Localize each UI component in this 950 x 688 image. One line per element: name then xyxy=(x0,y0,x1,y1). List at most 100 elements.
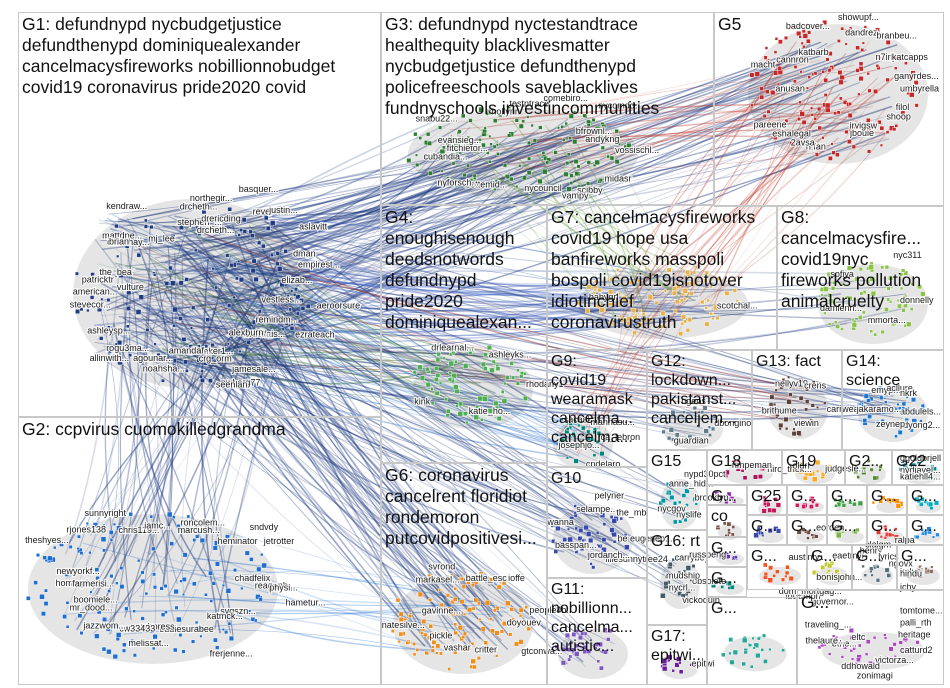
vertex-node[interactable] xyxy=(562,138,566,142)
vertex-node[interactable] xyxy=(609,277,614,282)
vertex-node[interactable] xyxy=(457,411,463,417)
vertex-node[interactable] xyxy=(494,630,500,636)
vertex-node[interactable] xyxy=(856,475,860,479)
vertex-node[interactable] xyxy=(446,116,450,120)
vertex-node[interactable] xyxy=(567,647,572,653)
vertex-node[interactable] xyxy=(789,467,795,473)
vertex-node[interactable] xyxy=(920,300,925,305)
vertex-node[interactable] xyxy=(272,318,278,324)
vertex-node[interactable] xyxy=(265,225,271,231)
vertex-node[interactable] xyxy=(663,581,669,587)
vertex-node[interactable] xyxy=(841,527,845,532)
vertex-node[interactable] xyxy=(809,504,814,509)
vertex-node[interactable] xyxy=(106,298,111,302)
vertex-node[interactable] xyxy=(209,599,213,603)
vertex-node[interactable] xyxy=(794,465,800,471)
vertex-node[interactable] xyxy=(191,639,196,644)
vertex-node[interactable] xyxy=(801,119,807,125)
vertex-node[interactable] xyxy=(799,111,805,117)
vertex-node[interactable] xyxy=(869,329,874,334)
vertex-node[interactable] xyxy=(592,453,597,457)
vertex-node[interactable] xyxy=(257,309,262,314)
vertex-node[interactable] xyxy=(198,626,204,632)
vertex-node[interactable] xyxy=(821,70,825,74)
vertex-node[interactable] xyxy=(431,631,435,635)
vertex-node[interactable] xyxy=(632,315,638,321)
vertex-node[interactable] xyxy=(478,107,484,113)
vertex-node[interactable] xyxy=(830,142,834,146)
vertex-node[interactable] xyxy=(863,393,869,399)
group-box-gs1[interactable]: G... xyxy=(707,485,747,505)
vertex-node[interactable] xyxy=(166,511,173,518)
vertex-node[interactable] xyxy=(669,495,675,501)
vertex-node[interactable] xyxy=(156,352,161,357)
vertex-node[interactable] xyxy=(599,512,606,519)
vertex-node[interactable] xyxy=(576,300,581,305)
vertex-node[interactable] xyxy=(41,611,46,617)
vertex-node[interactable] xyxy=(727,497,731,501)
vertex-node[interactable] xyxy=(430,387,434,391)
vertex-node[interactable] xyxy=(226,342,230,346)
vertex-node[interactable] xyxy=(596,431,602,436)
vertex-node[interactable] xyxy=(457,611,462,616)
vertex-node[interactable] xyxy=(577,184,581,188)
vertex-node[interactable] xyxy=(690,280,697,287)
vertex-node[interactable] xyxy=(920,403,925,408)
vertex-node[interactable] xyxy=(695,436,701,442)
vertex-node[interactable] xyxy=(796,529,802,535)
vertex-node[interactable] xyxy=(476,149,480,153)
vertex-node[interactable] xyxy=(817,645,822,650)
vertex-node[interactable] xyxy=(830,286,836,291)
vertex-node[interactable] xyxy=(674,299,680,305)
vertex-node[interactable] xyxy=(721,495,725,499)
vertex-node[interactable] xyxy=(920,496,925,502)
vertex-node[interactable] xyxy=(256,566,262,572)
vertex-node[interactable] xyxy=(438,125,443,130)
vertex-node[interactable] xyxy=(877,119,882,125)
group-box-g11[interactable]: G11: nobillionn... cancelma... autistic.… xyxy=(547,578,647,685)
vertex-node[interactable] xyxy=(910,462,916,469)
vertex-node[interactable] xyxy=(542,168,548,175)
vertex-node[interactable] xyxy=(423,632,428,637)
vertex-node[interactable] xyxy=(125,358,130,362)
vertex-node[interactable] xyxy=(557,126,560,130)
vertex-node[interactable] xyxy=(107,589,111,593)
vertex-node[interactable] xyxy=(128,273,132,277)
vertex-node[interactable] xyxy=(515,381,520,386)
vertex-node[interactable] xyxy=(798,378,804,383)
vertex-node[interactable] xyxy=(644,267,648,271)
vertex-node[interactable] xyxy=(114,624,120,630)
vertex-node[interactable] xyxy=(569,516,575,522)
vertex-node[interactable] xyxy=(445,408,451,414)
vertex-node[interactable] xyxy=(208,527,212,531)
vertex-node[interactable] xyxy=(722,521,727,526)
vertex-node[interactable] xyxy=(767,528,773,534)
vertex-node[interactable] xyxy=(903,114,909,120)
vertex-node[interactable] xyxy=(263,215,269,221)
vertex-node[interactable] xyxy=(683,517,688,522)
vertex-node[interactable] xyxy=(250,233,255,239)
vertex-node[interactable] xyxy=(884,307,889,312)
vertex-node[interactable] xyxy=(671,558,675,562)
vertex-node[interactable] xyxy=(239,227,244,232)
vertex-node[interactable] xyxy=(562,537,567,542)
vertex-node[interactable] xyxy=(65,601,70,605)
vertex-node[interactable] xyxy=(417,364,423,370)
vertex-node[interactable] xyxy=(672,483,676,487)
vertex-node[interactable] xyxy=(199,634,203,638)
vertex-node[interactable] xyxy=(608,301,614,306)
vertex-node[interactable] xyxy=(763,562,768,568)
vertex-node[interactable] xyxy=(795,423,799,427)
vertex-node[interactable] xyxy=(854,662,858,666)
vertex-node[interactable] xyxy=(431,640,437,645)
vertex-node[interactable] xyxy=(866,71,870,76)
vertex-node[interactable] xyxy=(599,307,605,313)
vertex-node[interactable] xyxy=(616,291,621,296)
vertex-node[interactable] xyxy=(671,290,677,296)
vertex-node[interactable] xyxy=(860,48,865,52)
vertex-node[interactable] xyxy=(560,660,566,666)
vertex-node[interactable] xyxy=(112,654,118,660)
vertex-node[interactable] xyxy=(617,141,621,146)
vertex-node[interactable] xyxy=(581,509,586,515)
vertex-node[interactable] xyxy=(173,589,179,595)
